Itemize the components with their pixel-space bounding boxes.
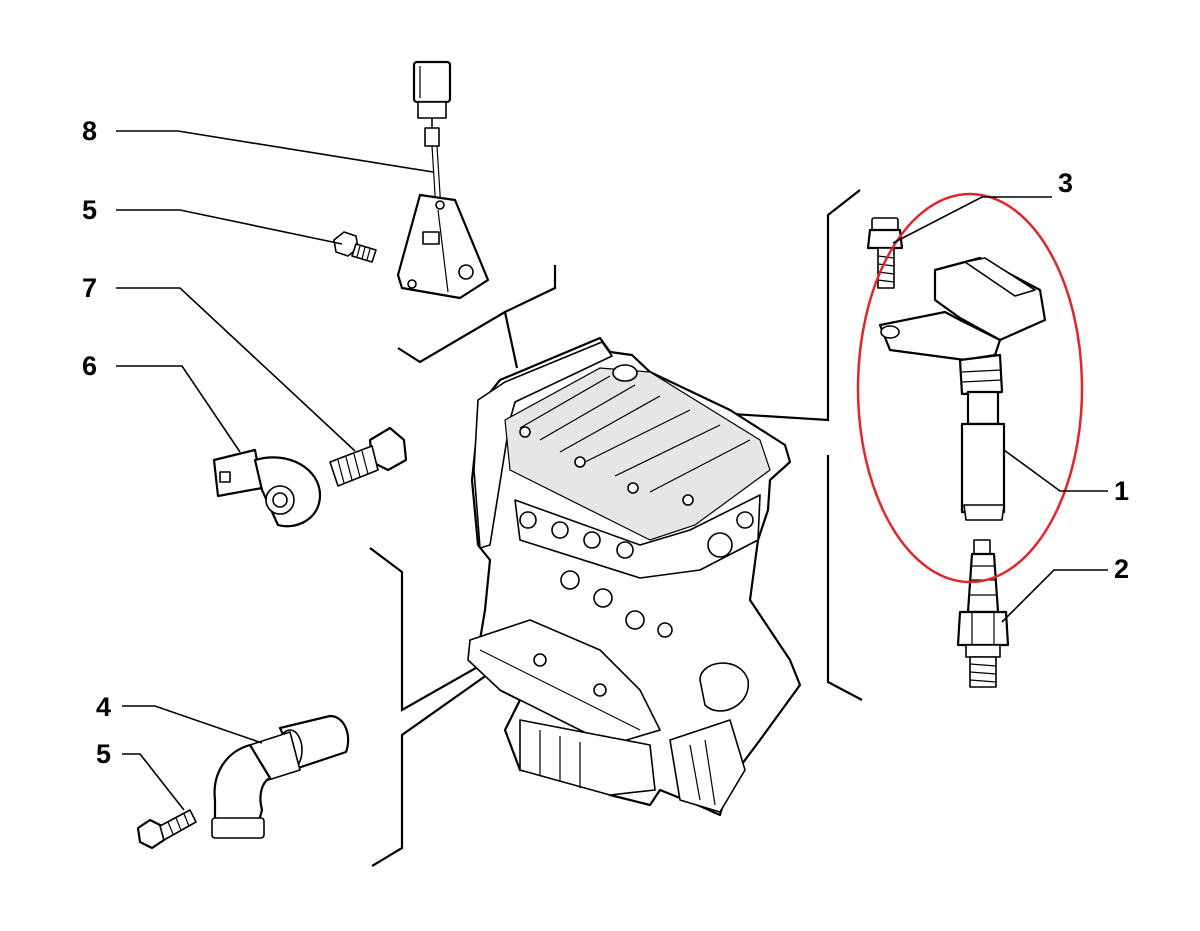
callout-3: 3 — [1058, 168, 1073, 198]
callout-2: 2 — [1114, 554, 1129, 584]
part-3-coil-bolt — [866, 217, 904, 289]
part-5-upper-bolt — [333, 231, 377, 263]
part-7-bolt — [329, 426, 408, 487]
callout-5-upper: 5 — [82, 195, 97, 225]
part-5-lower-bolt — [136, 809, 197, 850]
callout-6: 6 — [82, 351, 97, 381]
callout-labels: 8 5 7 6 4 5 3 1 2 — [82, 116, 1129, 769]
callout-7: 7 — [82, 273, 97, 303]
highlight-ellipse — [856, 192, 1084, 584]
bracket-lines — [369, 189, 863, 867]
callout-5-lower: 5 — [96, 739, 111, 769]
engine-block — [467, 336, 802, 817]
callout-1: 1 — [1114, 476, 1129, 506]
part-2-spark-plug — [956, 539, 1010, 688]
callout-4: 4 — [96, 692, 111, 722]
callout-8: 8 — [82, 116, 97, 146]
part-6-knock-sensor — [212, 448, 322, 528]
leader-lines — [116, 130, 1108, 811]
part-8-wiring-harness — [396, 60, 490, 300]
part-1-ignition-coil — [878, 256, 1047, 521]
part-4-crank-sensor — [211, 714, 350, 839]
